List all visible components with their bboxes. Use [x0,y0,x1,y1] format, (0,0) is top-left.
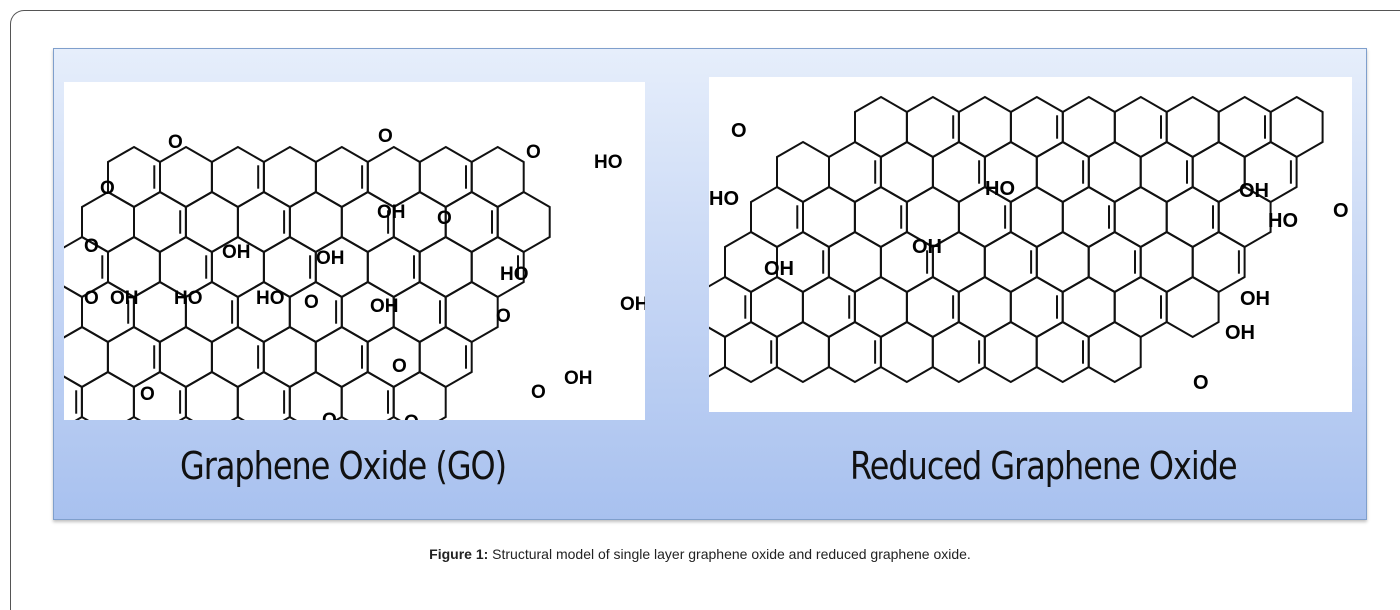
atom-label-oh: OH [912,236,942,258]
atom-label-ho: HO [709,188,739,210]
atom-label-o: O [392,356,407,377]
atom-label-ho: HO [1268,210,1298,232]
atom-label-ho: HO [985,178,1015,200]
atom-label-oh: OH [222,242,251,263]
atom-label-ho: HO [174,288,203,309]
page-frame [10,10,1400,610]
atom-label-o: O [304,292,319,313]
atom-label-o: O [140,384,155,405]
caption-prefix: Figure 1: [429,546,489,562]
atom-label-oh: OH [564,368,593,389]
figure-panel: OOOHOOOHOOOHOHOOHHOHOOOHHOOHOOOHOOOOO OH… [53,48,1367,520]
atom-label-o: O [378,126,393,147]
go-molecule-drawing: OOOHOOOHOOOHOHOOHHOHOOOHHOOHOOOHOOOOO [64,126,645,420]
atom-label-ho: HO [500,264,529,285]
atom-label-oh: OH [316,248,345,269]
atom-label-oh: OH [1239,180,1269,202]
figure-caption: Figure 1: Structural model of single lay… [0,546,1400,562]
atom-label-o: O [496,306,511,327]
caption-text: Structural model of single layer graphen… [488,546,971,562]
atom-label-o: O [84,288,99,309]
rgo-label: Reduced Graphene Oxide [850,444,1238,488]
atom-label-o: O [84,236,99,257]
atom-label-o: O [168,132,183,153]
ring-lattice [64,145,551,420]
atom-label-o: O [526,142,541,163]
atom-label-o: O [1333,200,1349,222]
atom-label-o: O [100,178,115,199]
atom-label-oh: OH [1225,322,1255,344]
atom-label-ho: HO [256,288,285,309]
atom-label-ho: HO [594,152,623,173]
atom-label-oh: OH [1240,288,1270,310]
go-structure-image: OOOHOOOHOOOHOHOOHHOHOOOHHOOHOOOHOOOOO [64,82,645,420]
atom-label-oh: OH [377,202,406,223]
go-label: Graphene Oxide (GO) [180,444,507,488]
atom-label-oh: OH [764,258,794,280]
atom-label-oh: OH [620,294,645,315]
atom-label-o: O [322,410,337,420]
ring-lattice [709,95,1324,384]
atom-label-o: O [731,120,747,142]
atom-label-oh: OH [370,296,399,317]
atom-label-o: O [437,208,452,229]
atom-label-o: O [404,412,419,420]
atom-label-o: O [1193,372,1209,394]
atom-label-oh: OH [110,288,139,309]
atom-label-o: O [531,382,546,403]
